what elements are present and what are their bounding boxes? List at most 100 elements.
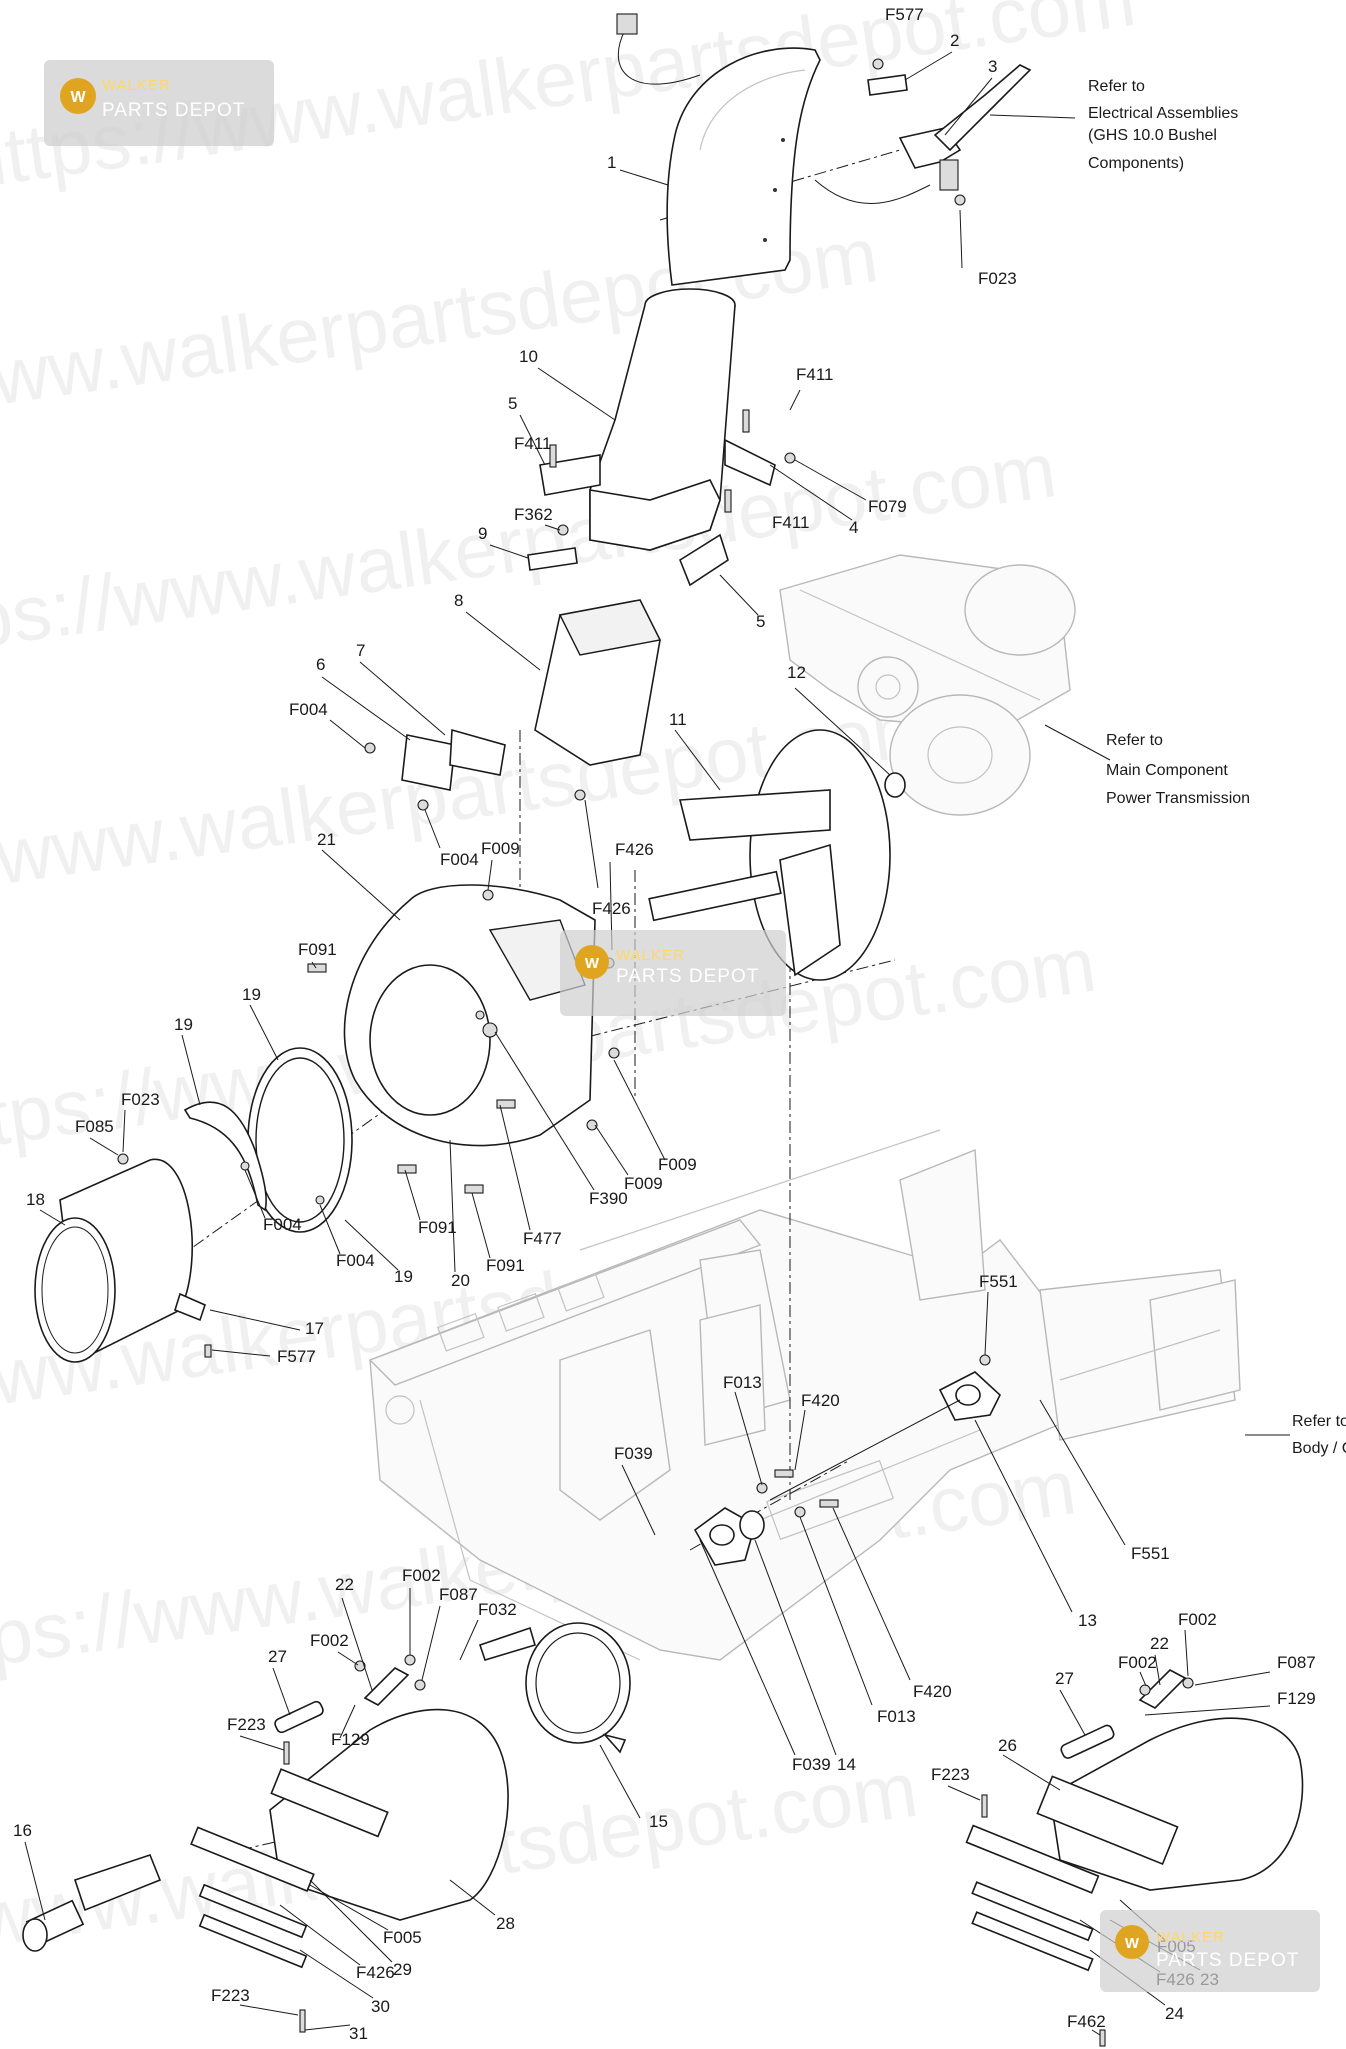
part-callout: F577 xyxy=(885,5,924,24)
note-line: Components) xyxy=(1088,155,1184,172)
note-line: Power Transmission xyxy=(1106,790,1250,807)
svg-text:W: W xyxy=(70,89,86,106)
part-callout: 30 xyxy=(371,1997,390,2016)
walker-parts-depot-logo: W WALKER PARTS DEPOT xyxy=(1100,1910,1320,1992)
walker-logo-icon xyxy=(60,78,96,114)
note-line: (GHS 10.0 Bushel xyxy=(1088,127,1217,144)
part-callout: F411 xyxy=(772,513,810,532)
part-callout: 4 xyxy=(849,518,858,537)
part-callout: F223 xyxy=(211,1986,250,2005)
lower-chute-tube xyxy=(589,288,736,551)
leader-lines xyxy=(24,51,1290,2036)
part-callout: F039 xyxy=(614,1444,653,1463)
part-callout: F087 xyxy=(1277,1653,1316,1672)
left-deflector-assembly xyxy=(190,1654,509,2033)
part-callout: 20 xyxy=(451,1271,470,1290)
part-callout: 14 xyxy=(837,1755,856,1774)
logo-top-text: WALKER xyxy=(1156,1929,1225,1946)
note-line: Refer to xyxy=(1292,1413,1346,1430)
part-callout: 29 xyxy=(393,1960,412,1979)
part-callout: F577 xyxy=(277,1347,316,1366)
part-callout: F079 xyxy=(868,497,907,516)
part-callout: 15 xyxy=(649,1812,668,1831)
walker-parts-depot-logo: W WALKER PARTS DEPOT xyxy=(44,60,274,146)
power-transmission-assembly xyxy=(779,554,1076,816)
note-electrical: Refer to Electrical Assemblies (GHS 10.0… xyxy=(1088,78,1238,172)
part-callout: 9 xyxy=(478,524,487,543)
part-callout: F129 xyxy=(1277,1689,1316,1708)
part-callout: F091 xyxy=(298,940,337,959)
note-line: Body / C xyxy=(1292,1440,1346,1457)
part-callout: F390 xyxy=(589,1189,628,1208)
part-callout: 22 xyxy=(1150,1634,1169,1653)
outlet-bushing-ring xyxy=(478,1622,631,1754)
part-callout: F420 xyxy=(801,1391,840,1410)
logo-bottom-text: PARTS DEPOT xyxy=(102,100,245,121)
part-callout: F362 xyxy=(514,505,553,524)
logo-top-text: WALKER xyxy=(616,947,685,964)
chute-transition xyxy=(534,599,662,766)
part-callout: 17 xyxy=(305,1319,324,1338)
chute-mount-brackets xyxy=(527,409,796,587)
svg-text:W: W xyxy=(585,955,600,972)
part-callout: F462 xyxy=(1067,2012,1106,2031)
part-callout: F426 xyxy=(592,899,631,918)
part-callout: 26 xyxy=(998,1736,1017,1755)
part-callout: F004 xyxy=(289,700,328,719)
part-callout: F426 xyxy=(615,840,654,859)
part-callout: 16 xyxy=(13,1821,32,1840)
part-callout: 10 xyxy=(519,347,538,366)
part-callout: 22 xyxy=(335,1575,354,1594)
upper-chute xyxy=(616,13,931,286)
driveshaft-u-joint xyxy=(22,1854,162,1952)
part-callout: F009 xyxy=(658,1155,697,1174)
part-callout: F426 xyxy=(356,1963,395,1982)
part-callout: F013 xyxy=(877,1707,916,1726)
part-callout: F023 xyxy=(121,1090,160,1109)
part-callout: F091 xyxy=(418,1218,457,1237)
part-callout: F032 xyxy=(478,1600,517,1619)
part-callout: F551 xyxy=(1131,1544,1170,1563)
part-callout: 6 xyxy=(316,655,325,674)
part-callout: F009 xyxy=(624,1174,663,1193)
part-callout: F005 xyxy=(383,1928,422,1947)
right-deflector-assembly xyxy=(965,1669,1304,2047)
part-callout: F085 xyxy=(75,1117,114,1136)
walker-parts-depot-logo: W WALKER PARTS DEPOT xyxy=(560,930,786,1016)
part-callout: 13 xyxy=(1078,1611,1097,1630)
machine-frame xyxy=(368,1129,1241,1661)
logo-top-text: WALKER xyxy=(102,77,171,94)
svg-text:W: W xyxy=(1125,1935,1140,1952)
part-callout: 24 xyxy=(1165,2004,1184,2023)
part-callout: 8 xyxy=(454,591,463,610)
part-callout: F002 xyxy=(1178,1610,1217,1629)
walker-logo-icon xyxy=(1115,1925,1149,1959)
part-callout: F087 xyxy=(439,1585,478,1604)
part-callout: 7 xyxy=(356,641,365,660)
part-callout: 12 xyxy=(787,663,806,682)
part-callout: F091 xyxy=(486,1256,525,1275)
part-callout: F004 xyxy=(263,1215,302,1234)
logo-bottom-text: PARTS DEPOT xyxy=(616,966,759,987)
part-callout: F023 xyxy=(978,269,1017,288)
part-callout: 19 xyxy=(394,1267,413,1286)
part-callout: F004 xyxy=(440,850,479,869)
note-line: Refer to xyxy=(1106,732,1163,749)
part-callout: 28 xyxy=(496,1914,515,1933)
part-callout: F477 xyxy=(523,1229,562,1248)
part-callout: F411 xyxy=(796,365,834,384)
part-callout: 27 xyxy=(1055,1669,1074,1688)
hinge-plates xyxy=(364,728,586,811)
impeller-assembly xyxy=(648,729,906,981)
part-callout: F223 xyxy=(931,1765,970,1784)
part-callout: F039 xyxy=(792,1755,831,1774)
part-callout: F411 xyxy=(514,434,552,453)
part-callout: 19 xyxy=(174,1015,193,1034)
note-power-transmission: Refer to Main Component Power Transmissi… xyxy=(1106,732,1250,807)
part-callout: 5 xyxy=(508,394,517,413)
note-body: Refer to Body / C xyxy=(1292,1413,1346,1457)
part-callout: F551 xyxy=(979,1272,1018,1291)
logo-bottom-text: PARTS DEPOT xyxy=(1156,1950,1299,1971)
